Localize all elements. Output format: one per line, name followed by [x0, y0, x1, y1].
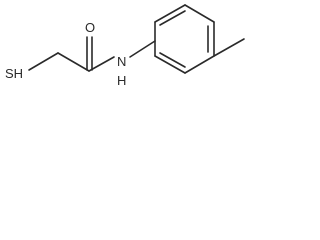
bond-s-ch2	[28, 52, 59, 71]
ring-bond-3	[184, 4, 215, 23]
carbonyl-oxygen-label: O	[85, 20, 95, 35]
bond-methyl	[213, 38, 245, 57]
bond-ch2-carbonyl	[57, 52, 90, 72]
bonds	[28, 4, 245, 74]
ring-bond-2	[154, 4, 186, 23]
ring-bond-5	[184, 55, 215, 74]
bond-carbonyl-n	[88, 56, 115, 72]
bond-n-ring	[129, 40, 156, 58]
ring-inner-3	[159, 52, 186, 68]
chemical-structure: SH O N H	[5, 4, 245, 88]
amide-nitrogen-label: N	[117, 54, 126, 69]
thiol-label: SH	[5, 66, 23, 81]
ring-inner-1	[159, 10, 186, 26]
ring-bond-6	[154, 55, 186, 74]
amide-hydrogen-label: H	[117, 73, 126, 88]
